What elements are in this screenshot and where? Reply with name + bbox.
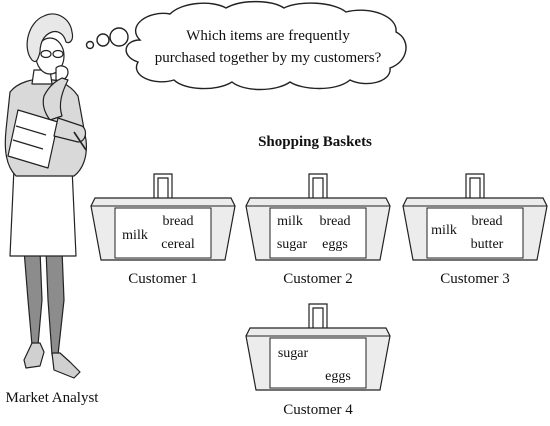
basket-item: milk <box>277 214 303 229</box>
customer-label: Customer 2 <box>283 271 353 287</box>
basket-item: milk <box>431 223 457 238</box>
thought-cloud <box>125 0 407 91</box>
analyst-shoe-right <box>51 352 81 379</box>
analyst-arm-raised <box>42 77 69 121</box>
analyst-leg-right <box>45 249 65 356</box>
basket-item: milk <box>122 228 148 243</box>
analyst-clipboard <box>7 109 59 169</box>
basket-customer-3: milk bread butter Customer 3 <box>402 173 548 287</box>
basket-item: bread <box>162 214 193 229</box>
basket-customer-2: milk bread sugar eggs Customer 2 <box>245 173 391 287</box>
shopping-baskets-title: Shopping Baskets <box>258 134 372 150</box>
thought-dot-medium <box>96 33 110 47</box>
analyst-leg-left <box>23 249 43 346</box>
basket-items-card <box>426 207 524 259</box>
customer-label: Customer 4 <box>283 402 353 418</box>
customer-label: Customer 1 <box>128 271 198 287</box>
basket-item: eggs <box>322 237 348 252</box>
basket-item: bread <box>319 214 350 229</box>
basket-item: butter <box>471 237 504 252</box>
basket-item: bread <box>471 214 502 229</box>
clipboard-line-1 <box>15 125 47 136</box>
analyst-hair <box>26 13 74 63</box>
basket-item: sugar <box>278 346 309 361</box>
basket-customer-4: sugar eggs Customer 4 <box>245 303 391 418</box>
analyst-skirt <box>9 167 77 257</box>
basket-item: sugar <box>277 237 308 252</box>
thought-text-line-1: Which items are frequently <box>186 28 350 44</box>
basket-item: cereal <box>161 237 195 252</box>
basket-items-card <box>269 207 367 259</box>
analyst-glasses-right <box>52 49 64 59</box>
analyst-glasses-left <box>40 49 52 59</box>
basket-customer-1: milk bread cereal Customer 1 <box>90 173 236 287</box>
analyst-shoe-left <box>23 342 45 369</box>
basket-items-card <box>269 337 367 389</box>
clipboard-line-2 <box>12 139 44 150</box>
customer-label: Customer 3 <box>440 271 510 287</box>
thought-dot-large <box>109 27 129 47</box>
basket-items-card <box>114 207 212 259</box>
basket-item: eggs <box>325 369 351 384</box>
thought-text-line-2: purchased together by my customers? <box>155 50 382 66</box>
thought-bubble: Which items are frequently purchased tog… <box>85 0 407 91</box>
market-analyst-figure: Market Analyst <box>4 13 100 406</box>
analyst-pen <box>73 131 87 151</box>
thought-dot-small <box>85 40 95 50</box>
market-analyst-label: Market Analyst <box>6 390 100 406</box>
